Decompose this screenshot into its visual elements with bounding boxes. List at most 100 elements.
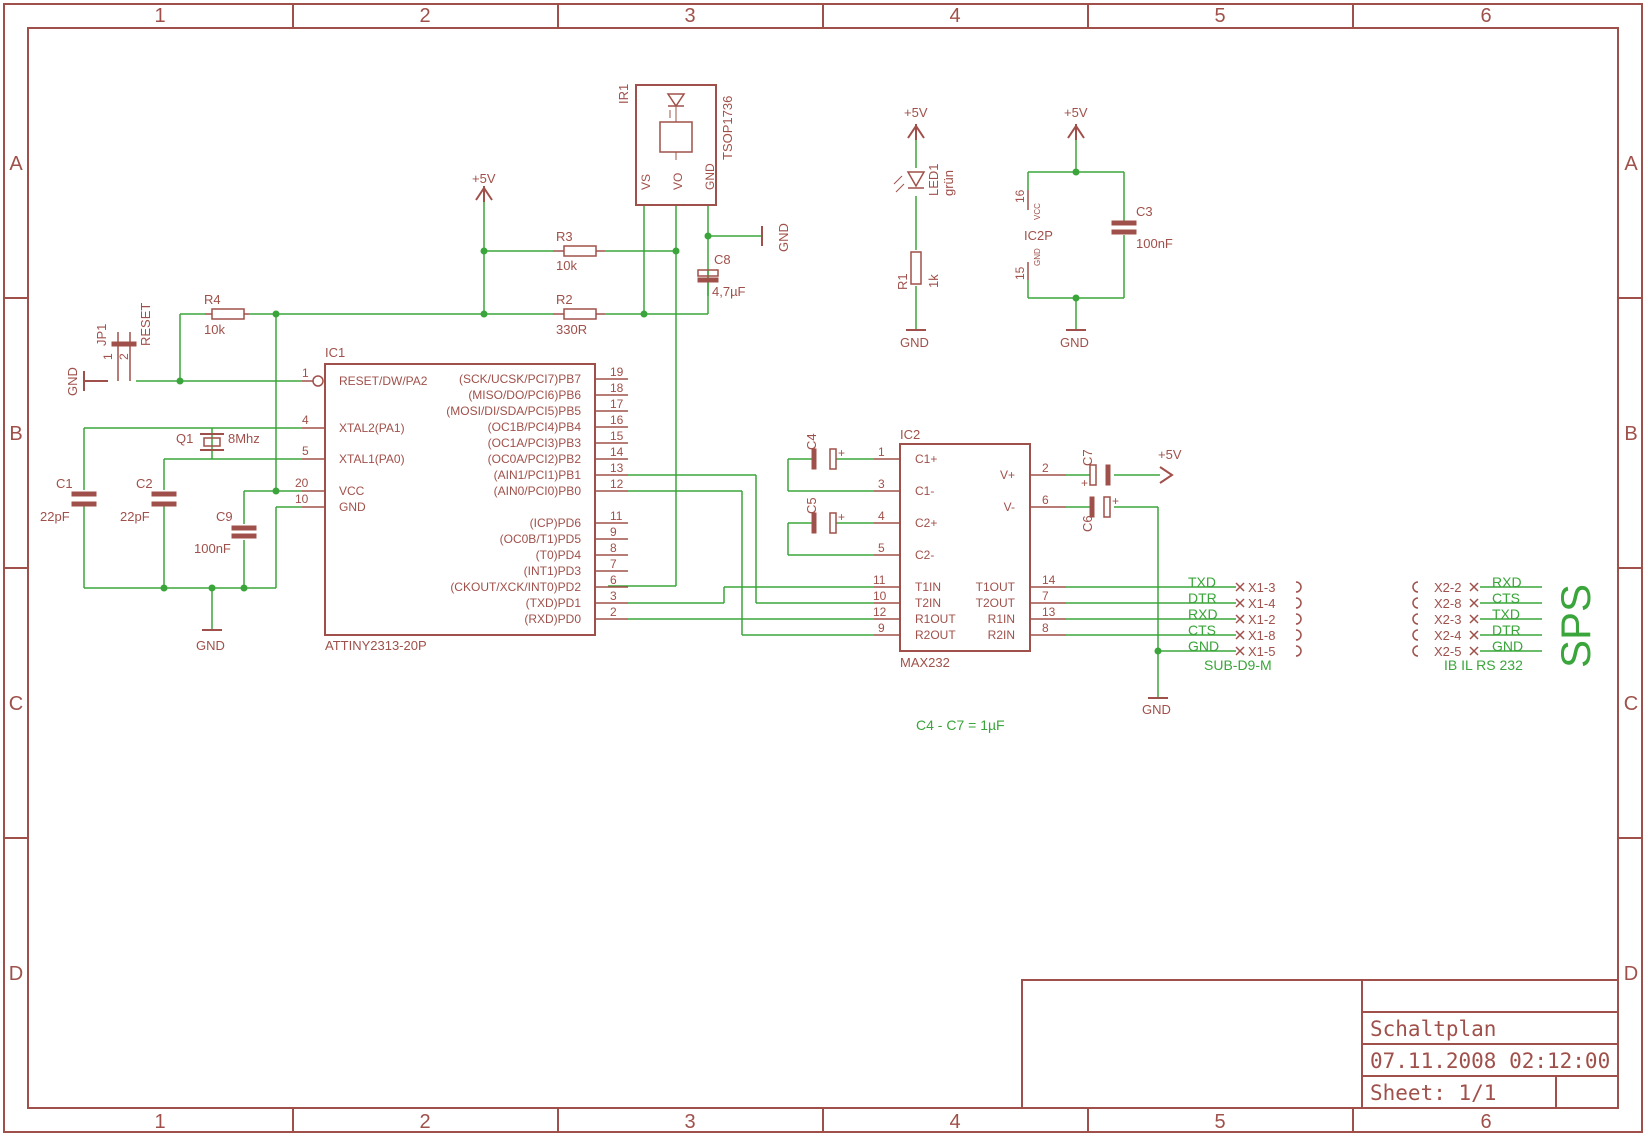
ic1-pin-name: (ICP)PD6: [530, 516, 582, 530]
drawing-frame: [3, 3, 1643, 1133]
c7-plus: +: [1081, 476, 1088, 490]
r3-value: 10k: [556, 258, 577, 273]
jp1-pin1: 1: [101, 353, 115, 360]
ic2-pin-name: C2-: [915, 548, 934, 562]
ic1-pin-num: 1: [302, 366, 309, 380]
x2-name: IB IL RS 232: [1444, 657, 1523, 673]
ic2-pin-name: C2+: [915, 516, 937, 530]
c5-ref: C5: [804, 497, 819, 514]
x2-signal: TXD: [1492, 606, 1520, 622]
row-label: A: [9, 153, 23, 175]
ic2-pin-num: 1: [878, 445, 885, 459]
ic1-pin-num: 3: [610, 589, 617, 603]
ir1-pin-vo: VO: [671, 173, 685, 190]
row-label: B: [9, 423, 22, 445]
col-label: 2: [419, 1111, 430, 1133]
ic1-pin-name: (MOSI/DI/SDA/PCI5)PB5: [446, 404, 581, 418]
row-label: D: [9, 963, 23, 985]
x1-pin-label: X1-4: [1248, 596, 1275, 611]
gnd-symbol-jp1: GND: [65, 367, 108, 396]
x2-pin-label: X2-3: [1434, 612, 1461, 627]
ic2-pin-num: 10: [873, 589, 887, 603]
col-label: 6: [1480, 1111, 1491, 1133]
gnd-symbol-r1: GND: [900, 329, 929, 350]
gnd-label: GND: [1060, 335, 1089, 350]
x1-signal: RXD: [1188, 606, 1218, 622]
row-label: B: [1624, 423, 1637, 445]
r3-ref: R3: [556, 229, 573, 244]
ic1-pin-num: 6: [610, 573, 617, 587]
led-led1: LED1 grün: [893, 163, 956, 196]
x1-pin-label: X1-2: [1248, 612, 1275, 627]
gnd-label: GND: [900, 335, 929, 350]
jp1-label: RESET: [138, 303, 153, 346]
col-label: 4: [949, 5, 960, 27]
r1-ref: R1: [895, 273, 910, 290]
ic1-pin-num: 7: [610, 557, 617, 571]
ic2-pin-name: C1+: [915, 452, 937, 466]
connector-x1: TXD DTR RXD CTS GND X1-3 X1-4 X1-2 X1-8 …: [1188, 574, 1302, 673]
led1-value: grün: [941, 170, 956, 196]
c6-plus: +: [1112, 494, 1119, 508]
nets: [83, 140, 1542, 698]
frame-row-labels-left: A B C D: [9, 153, 24, 985]
r4-ref: R4: [204, 292, 221, 307]
gnd-label: GND: [776, 223, 791, 252]
led1-ref: LED1: [926, 163, 941, 196]
col-label: 5: [1214, 5, 1225, 27]
ic1-pin-name: (OC1A/PCI3)PB3: [488, 436, 582, 450]
vcc-symbol-led: +5V: [904, 105, 928, 140]
ic2-pin-num: 11: [873, 573, 886, 587]
ic1-pin-name: (AIN1/PCI1)PB1: [494, 468, 582, 482]
ic1-pin-name: (AIN0/PCI0)PB0: [494, 484, 582, 498]
x2-signal: CTS: [1492, 590, 1520, 606]
x1-pin-label: X1-5: [1248, 644, 1275, 659]
ic1-pin-name: (CKOUT/XCK/INT0)PD2: [450, 580, 581, 594]
gnd-symbol-ic2p: GND: [1060, 329, 1089, 350]
ic2-pin-name: R2OUT: [915, 628, 956, 642]
ir1-ref: IR1: [616, 84, 631, 104]
x1-name: SUB-D9-M: [1204, 657, 1272, 673]
ic1-right-pin-numbers: 19 18 17 16 15 14 13 12 11 9 8 7 6 3 2: [610, 365, 624, 619]
ic2-pin-name: R1OUT: [915, 612, 956, 626]
q1-value: 8Mhz: [228, 431, 260, 446]
ic1-pin-num: 2: [610, 605, 617, 619]
resistor-r2: R2 330R: [553, 292, 605, 337]
ic1-right-pin-lines: [595, 378, 628, 620]
ic2-pin-num: 4: [878, 509, 885, 523]
q1-ref: Q1: [176, 431, 193, 446]
c8-ref: C8: [714, 252, 731, 267]
ic2-pin-num: 5: [878, 541, 885, 555]
gnd-label: GND: [65, 367, 80, 396]
x2-pin-label: X2-5: [1434, 644, 1461, 659]
ic2p-vcc: VCC: [1033, 203, 1042, 220]
ic2-pin-num: 14: [1042, 573, 1056, 587]
ic2-pin-name: C1-: [915, 484, 934, 498]
ic2-pin-num: 3: [878, 477, 885, 491]
gnd-symbol-c6: GND: [1142, 697, 1171, 717]
ic1-pin-name: XTAL1(PA0): [339, 452, 405, 466]
x1-pin-label: X1-3: [1248, 580, 1275, 595]
col-label: 6: [1480, 5, 1491, 27]
ic1-pin-num: 13: [610, 461, 624, 475]
ic2-pin-num: 13: [1042, 605, 1056, 619]
col-label: 2: [419, 5, 430, 27]
ic1-pin-name: (OC0B/T1)PD5: [500, 532, 582, 546]
c7-ref: C7: [1080, 449, 1095, 466]
ic1-pin-num: 11: [610, 509, 623, 523]
ic1-pin-num: 19: [610, 365, 624, 379]
c9-ref: C9: [216, 509, 233, 524]
ic1-pin-name: VCC: [339, 484, 365, 498]
ic1-right-pin-names: (SCK/UCSK/PCI7)PB7 (MISO/DO/PCI6)PB6 (MO…: [446, 372, 581, 626]
resistor-r1: R1 1k: [895, 251, 941, 290]
col-label: 1: [154, 5, 165, 27]
ic1-pin-num: 18: [610, 381, 624, 395]
ic1-pin-num: 16: [610, 413, 624, 427]
col-label: 1: [154, 1111, 165, 1133]
ic1-pin-name: GND: [339, 500, 366, 514]
vcc-label: +5V: [1064, 105, 1088, 120]
ic1-pin-num: 20: [295, 476, 309, 490]
vcc-symbol-ic1: +5V: [472, 171, 496, 202]
c2-value: 22pF: [120, 509, 150, 524]
c6-ref: C6: [1080, 515, 1095, 532]
